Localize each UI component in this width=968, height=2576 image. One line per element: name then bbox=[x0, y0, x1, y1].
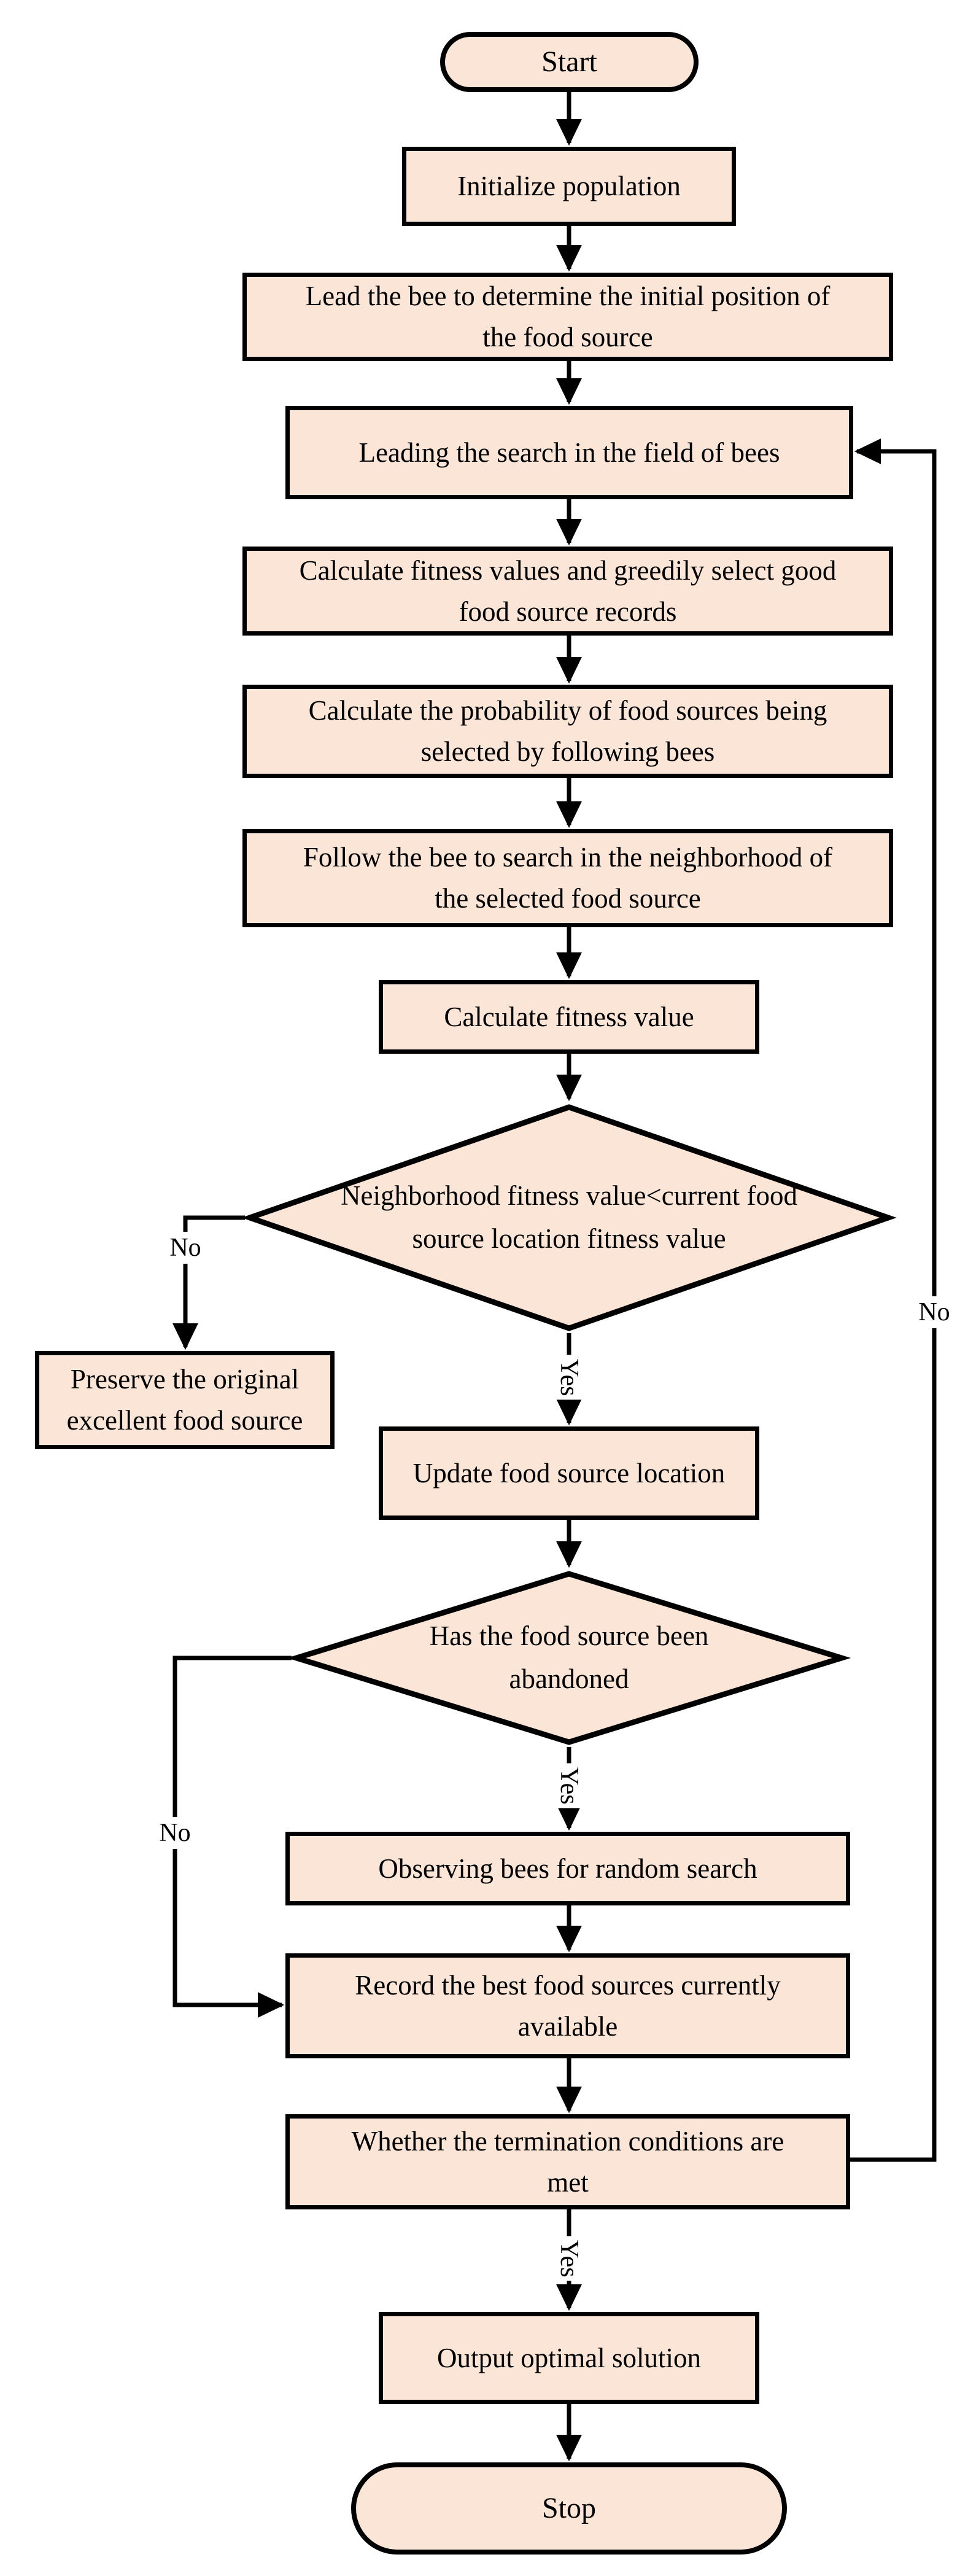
node-update-food-source: Update food source location bbox=[379, 1426, 759, 1520]
decision-neighborhood-fitness-label: Neighborhood fitness value<current food … bbox=[341, 1180, 797, 1254]
decision-neighborhood-fitness: Neighborhood fitness value<current food … bbox=[241, 1102, 897, 1333]
node-preserve-original-source: Preserve the original excellent food sou… bbox=[35, 1351, 335, 1449]
node-start: Start bbox=[440, 32, 699, 92]
node-follow-bee-neighborhood: Follow the bee to search in the neighbor… bbox=[242, 829, 893, 927]
edge-label-no-decision-fitness: No bbox=[166, 1231, 205, 1264]
edge-label-yes-termination: Yes bbox=[552, 2236, 586, 2281]
edge-label-no-decision-abandoned: No bbox=[155, 1816, 195, 1850]
decision-diamond-shape bbox=[287, 1571, 851, 1745]
edge-label-yes-decision-abandoned: Yes bbox=[552, 1763, 586, 1808]
node-calculate-fitness-values: Calculate fitness values and greedily se… bbox=[242, 547, 893, 636]
node-termination-conditions: Whether the termination conditions are m… bbox=[285, 2114, 850, 2209]
decision-diamond-shape bbox=[241, 1104, 897, 1331]
edge-label-no-termination-loop: No bbox=[915, 1296, 954, 1329]
decision-food-source-abandoned: Has the food source been abandoned bbox=[287, 1569, 851, 1747]
node-calculate-probability: Calculate the probability of food source… bbox=[242, 685, 893, 778]
node-record-best-sources: Record the best food sources currently a… bbox=[285, 1953, 850, 2058]
diamond-outline bbox=[287, 1571, 851, 1745]
diamond-outline bbox=[241, 1104, 897, 1331]
edge-label-yes-decision-fitness: Yes bbox=[552, 1355, 586, 1400]
node-calculate-fitness-value: Calculate fitness value bbox=[379, 980, 759, 1054]
node-observing-bees-random-search: Observing bees for random search bbox=[285, 1832, 850, 1905]
node-output-optimal-solution: Output optimal solution bbox=[379, 2312, 759, 2404]
decision-food-source-abandoned-label: Has the food source been abandoned bbox=[429, 1621, 709, 1694]
node-lead-bee-initial-position: Lead the bee to determine the initial po… bbox=[242, 273, 893, 361]
node-initialize-population: Initialize population bbox=[402, 147, 736, 226]
node-stop: Stop bbox=[351, 2462, 787, 2555]
node-leading-search-field: Leading the search in the field of bees bbox=[285, 406, 853, 499]
